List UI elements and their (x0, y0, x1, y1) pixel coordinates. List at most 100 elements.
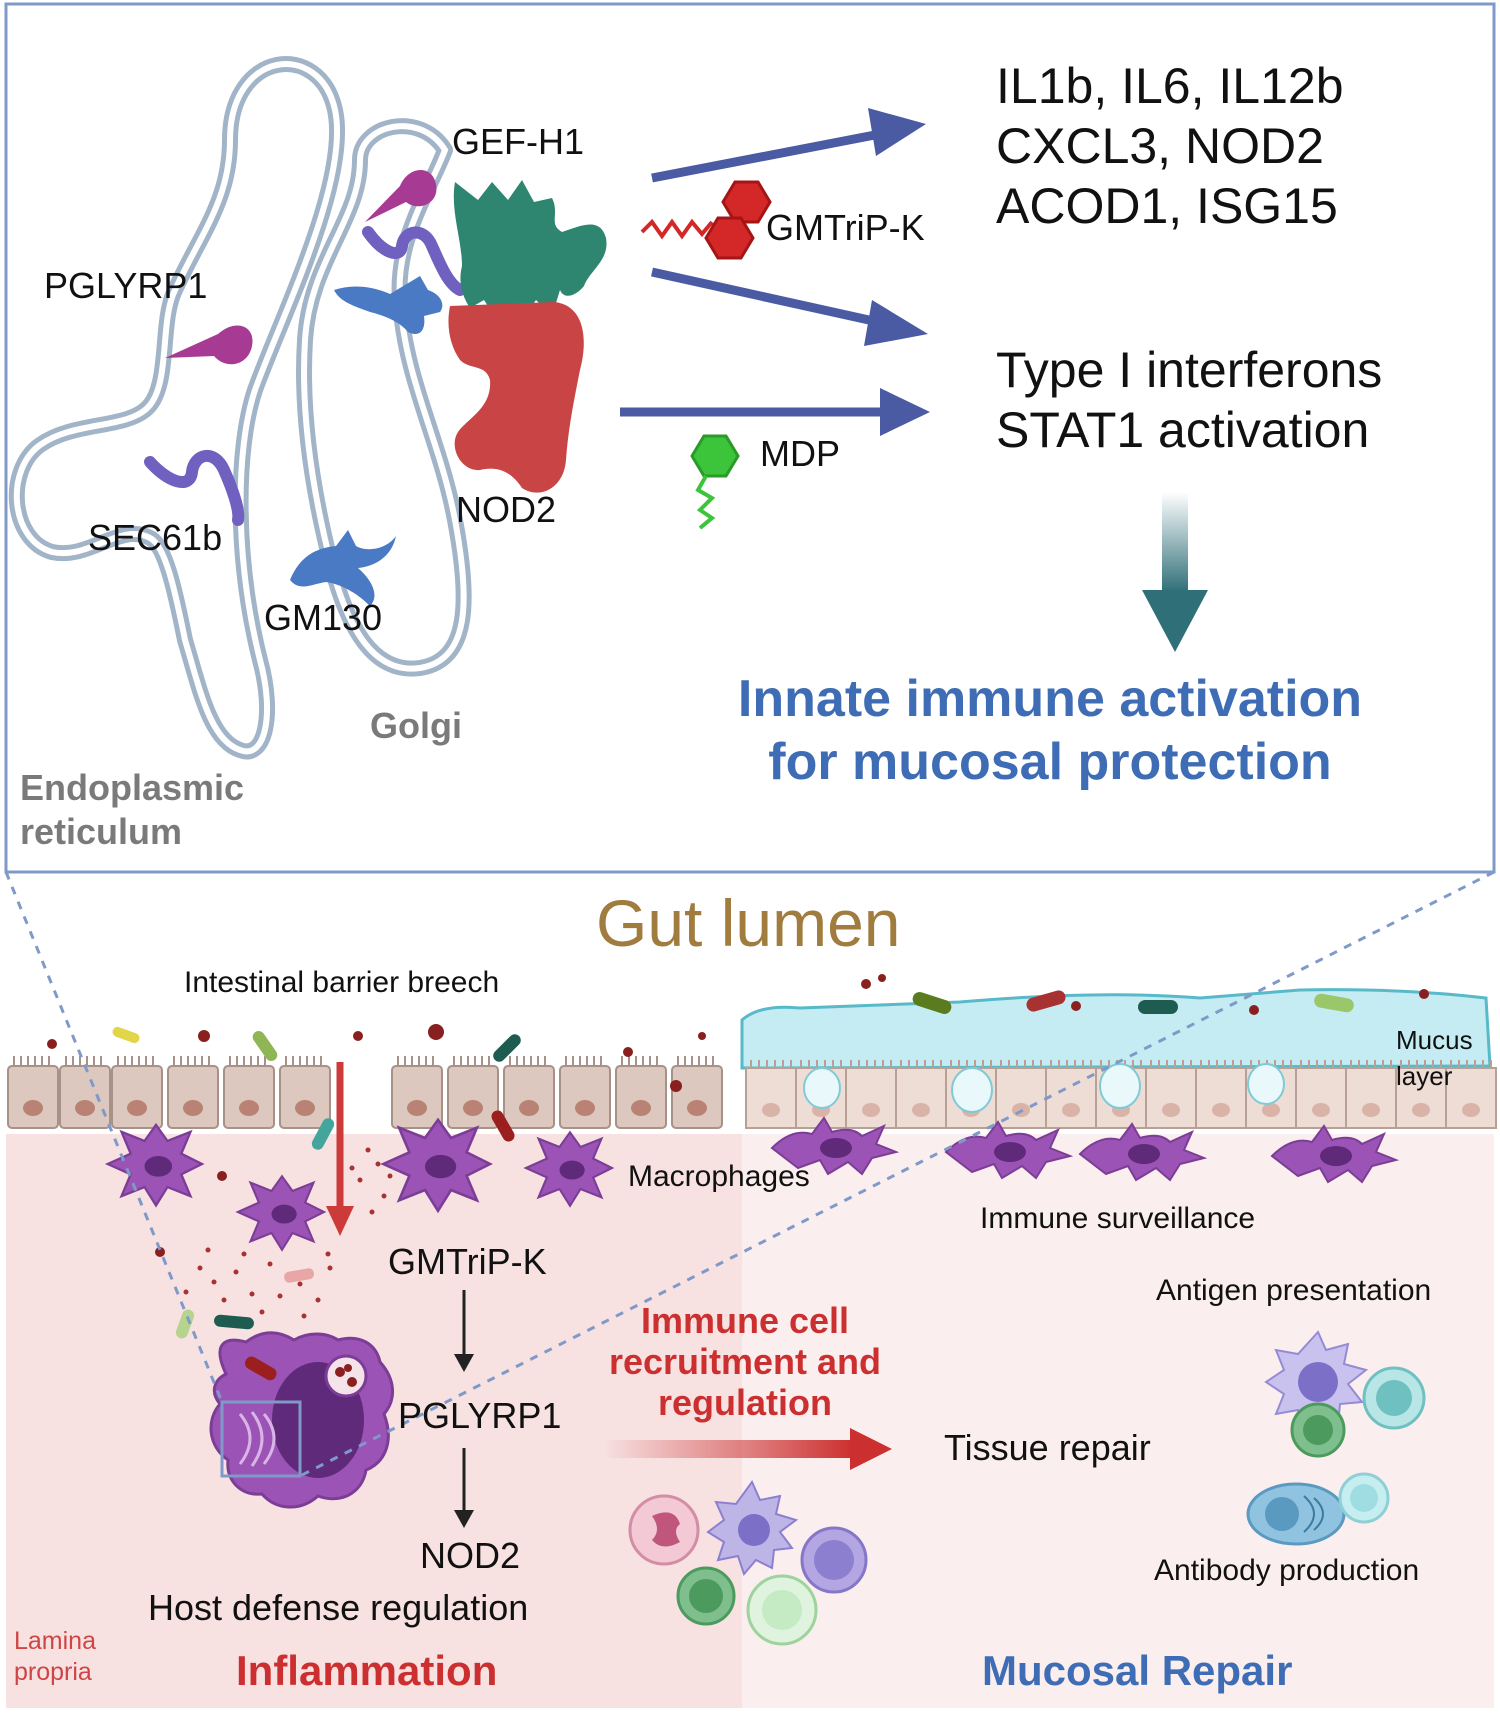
bacteria-dot-14 (217, 1171, 227, 1181)
debris-dot (211, 1279, 217, 1285)
pglyrp1-icon-golgi (365, 169, 437, 222)
debris-dot (183, 1289, 189, 1295)
recruitment-arrow-head (850, 1428, 892, 1470)
label-immune-surveillance: Immune surveillance (980, 1202, 1256, 1235)
debris-dot (241, 1251, 247, 1257)
debris-dot (277, 1293, 283, 1299)
arrow-to-genes (651, 129, 881, 183)
lymphocyte-nucleus-1 (814, 1540, 854, 1580)
debris-dot (297, 1281, 303, 1287)
epithelial-cell-icon (447, 1056, 499, 1129)
repair-immune-cells (1246, 1330, 1426, 1546)
dendritic-cell-nucleus (738, 1514, 770, 1546)
bacteria-dot-9 (878, 974, 886, 982)
macrophage-icon-3 (382, 1118, 492, 1213)
mucus-granule-2 (951, 1067, 993, 1113)
bacteria-icon-11 (214, 1314, 254, 1330)
bacteria-dot-13 (155, 1247, 165, 1257)
label-endoplasmic-reticulum: Endoplasmic reticulum (20, 767, 245, 852)
debris-dot (221, 1297, 227, 1303)
label-mucosal-repair: Mucosal Repair (982, 1647, 1293, 1694)
gmtrip-k-molecule-icon (640, 180, 772, 260)
label-barrier-breech: Intestinal barrier breech (184, 966, 500, 999)
bacteria-icons (47, 974, 1429, 1339)
bacteria-icon-4 (912, 991, 952, 1015)
epithelial-cell-icon (1195, 1060, 1247, 1129)
epithelial-cell-icon (1145, 1060, 1197, 1129)
epithelial-cell-icon (503, 1056, 555, 1129)
debris-dot (267, 1261, 273, 1267)
recruitment-label: Immune cell recruitment and regulation (608, 1300, 882, 1424)
debris-dot (315, 1297, 321, 1303)
cascade-host-defense: Host defense regulation (148, 1587, 529, 1628)
outcome-arrow-shaft (1162, 492, 1188, 592)
recruitment-arrow-shaft (604, 1440, 854, 1458)
bacteria-icon-7 (1314, 993, 1354, 1013)
epithelial-cell-icon (111, 1056, 163, 1129)
label-tissue-repair: Tissue repair (944, 1427, 1151, 1468)
outcome-arrow-head (1142, 590, 1208, 652)
engulfed-bacteria (244, 1356, 277, 1381)
label-nod2: NOD2 (456, 489, 557, 530)
phagosome-dot-1 (335, 1367, 345, 1377)
debris-dot (301, 1313, 307, 1319)
antigen-presenting-cell-nucleus (1298, 1362, 1338, 1402)
outcome-title: Innate immune activation for mucosal pro… (737, 670, 1363, 792)
granulocyte-nucleus (652, 1512, 680, 1547)
bacteria-icon-2 (252, 1030, 278, 1062)
bacteria-dot-7 (698, 1032, 706, 1040)
bacteria-dot-10 (1071, 1001, 1081, 1011)
mucus-granule-icons (803, 1063, 1285, 1113)
cascade-pglyrp1: PGLYRP1 (398, 1395, 562, 1436)
epithelial-cell-icon (167, 1056, 219, 1129)
mdp-ring (690, 434, 740, 478)
arrow-to-pathway-upper (651, 267, 879, 327)
debris-dot (375, 1161, 381, 1167)
bacteria-dot-4 (428, 1024, 444, 1040)
label-inflammation: Inflammation (236, 1647, 498, 1694)
gmtrip-k-tail (640, 218, 714, 240)
debris-dot (365, 1147, 371, 1153)
mucus-granule-4 (1247, 1063, 1285, 1105)
epithelial-cell-icon (7, 1056, 59, 1129)
cascade-arrow-1-head (454, 1354, 474, 1372)
mdp-molecule-icon (690, 434, 740, 530)
arrow-to-pathway-upper-head (864, 300, 928, 346)
bacteria-dot-1 (47, 1039, 57, 1049)
bacteria-icon-12 (175, 1309, 195, 1339)
epithelial-cell-icon (1295, 1060, 1347, 1129)
plasma-cell-nucleus (1265, 1497, 1299, 1531)
epithelial-cell-icon (671, 1056, 723, 1129)
sec61b-icon-golgi (362, 226, 466, 296)
gut-lumen-title: Gut lumen (596, 886, 901, 960)
er-lumen-line (13, 61, 341, 755)
label-antigen-presentation: Antigen presentation (1156, 1274, 1432, 1307)
cascade-arrows (454, 1290, 474, 1528)
debris-dot (233, 1269, 239, 1275)
lamina-propria-right (742, 1134, 1494, 1708)
phagosome (324, 1354, 368, 1398)
debris-dot (369, 1209, 375, 1215)
debris-dot (197, 1265, 203, 1271)
epithelial-cell-icon (391, 1056, 443, 1129)
epithelial-cell-icon (895, 1060, 947, 1129)
epithelial-cell-icon (995, 1060, 1047, 1129)
epithelial-cell-icon (1445, 1060, 1497, 1129)
cascade-gmtrip-k: GMTriP-K (388, 1241, 547, 1282)
lymphocyte-nucleus-2 (689, 1579, 723, 1613)
arrow-to-pathway-lower-head (880, 388, 930, 436)
gmtrip-k-ring-lower (704, 216, 755, 260)
epithelial-cell-icon (1045, 1060, 1097, 1129)
debris-dot (349, 1165, 355, 1171)
lymphocyte-nucleus-3 (762, 1590, 802, 1630)
bacteria-icon-6 (1138, 1000, 1178, 1014)
bottom-panel (4, 870, 1497, 1708)
bacteria-dot-11 (1249, 1005, 1259, 1015)
bacteria-icon-8 (491, 1110, 515, 1142)
bacteria-icon-3 (493, 1034, 521, 1062)
pathway-text: Type I interferons STAT1 activation (996, 342, 1383, 458)
epithelial-cell-icon (279, 1056, 331, 1129)
cascade-nod2: NOD2 (420, 1535, 521, 1576)
epithelial-cell-icon (1395, 1060, 1447, 1129)
